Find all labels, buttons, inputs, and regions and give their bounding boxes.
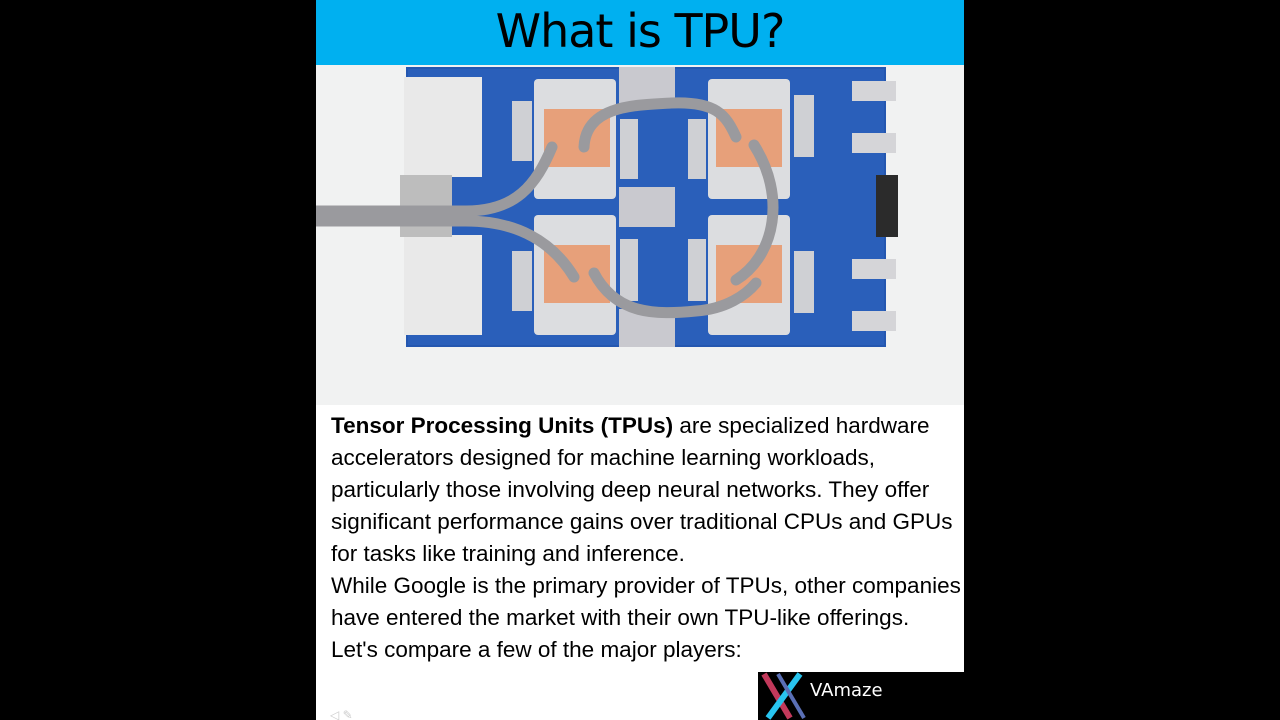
- paragraph-2: While Google is the primary provider of …: [331, 573, 961, 662]
- tpu-board-image: [316, 65, 964, 405]
- slide-title: What is TPU?: [495, 3, 786, 58]
- paragraph-1-rest: are specialized hardware accelerators de…: [331, 413, 953, 566]
- brand-name: VAmaze: [810, 680, 883, 701]
- brand-badge: VAmaze: [758, 672, 964, 720]
- slide-nav-icon: ◁ ✎: [330, 708, 353, 720]
- title-bar: What is TPU?: [316, 0, 964, 65]
- vamaze-x-logo-icon: [761, 672, 806, 720]
- body-text: Tensor Processing Units (TPUs) are speci…: [331, 410, 961, 666]
- paragraph-1: Tensor Processing Units (TPUs) are speci…: [331, 410, 961, 570]
- slide: What is TPU?: [316, 0, 964, 720]
- paragraph-1-bold: Tensor Processing Units (TPUs): [331, 413, 674, 438]
- tpu-board-illustration: [316, 67, 898, 347]
